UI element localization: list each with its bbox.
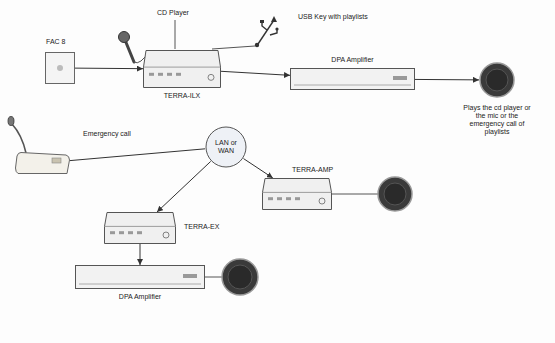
node-label: DPA Amplifier xyxy=(331,56,373,64)
connector xyxy=(221,71,290,75)
node-shape xyxy=(15,152,70,174)
usb-cable xyxy=(212,46,255,49)
connector xyxy=(157,161,211,212)
node-shape xyxy=(45,52,75,84)
speaker-icon xyxy=(222,259,258,295)
node-label: DPA Amplifier xyxy=(119,293,161,301)
device-box: TERRA-ILX xyxy=(143,50,221,88)
connector xyxy=(415,79,479,80)
amplifier-box: DPA Amplifier xyxy=(75,265,205,289)
node-shape xyxy=(75,265,205,289)
fac-box: FAC 8 xyxy=(45,52,75,84)
connector xyxy=(75,68,143,70)
paging-mic: Emergency call xyxy=(15,152,70,174)
node-label: FAC 8 xyxy=(46,38,65,46)
node-label: LAN or WAN xyxy=(211,139,241,155)
node-label: TERRA-ILX xyxy=(164,92,201,100)
amplifier-box: DPA Amplifier xyxy=(290,68,415,90)
connector xyxy=(140,244,141,265)
node-label: Plays the cd player or the mic or the em… xyxy=(460,104,534,136)
connector xyxy=(70,149,205,161)
node-shape xyxy=(290,68,415,90)
speaker-wire xyxy=(332,194,378,195)
node-shape xyxy=(262,178,332,210)
usb-symbol xyxy=(255,16,279,47)
device-box: TERRA-EX xyxy=(104,212,176,244)
node-shape xyxy=(104,212,176,244)
speaker-wire xyxy=(205,277,222,278)
connector xyxy=(244,159,273,178)
speaker-icon xyxy=(378,177,412,211)
annotation-label: CD Player xyxy=(157,9,189,17)
node-label: TERRA-EX xyxy=(184,223,219,231)
node-label: TERRA-AMP xyxy=(292,166,333,174)
node-shape xyxy=(479,62,515,98)
paging-mic-gooseneck xyxy=(8,117,26,154)
network-circle: LAN or WAN xyxy=(205,126,247,168)
annotation-label: USB Key with playlists xyxy=(298,13,368,21)
speaker-node: Plays the cd player or the mic or the em… xyxy=(479,62,515,98)
leader-line xyxy=(175,20,176,49)
device-box: TERRA-AMP xyxy=(262,178,332,210)
node-label: Emergency call xyxy=(83,130,131,138)
node-shape xyxy=(143,50,221,88)
